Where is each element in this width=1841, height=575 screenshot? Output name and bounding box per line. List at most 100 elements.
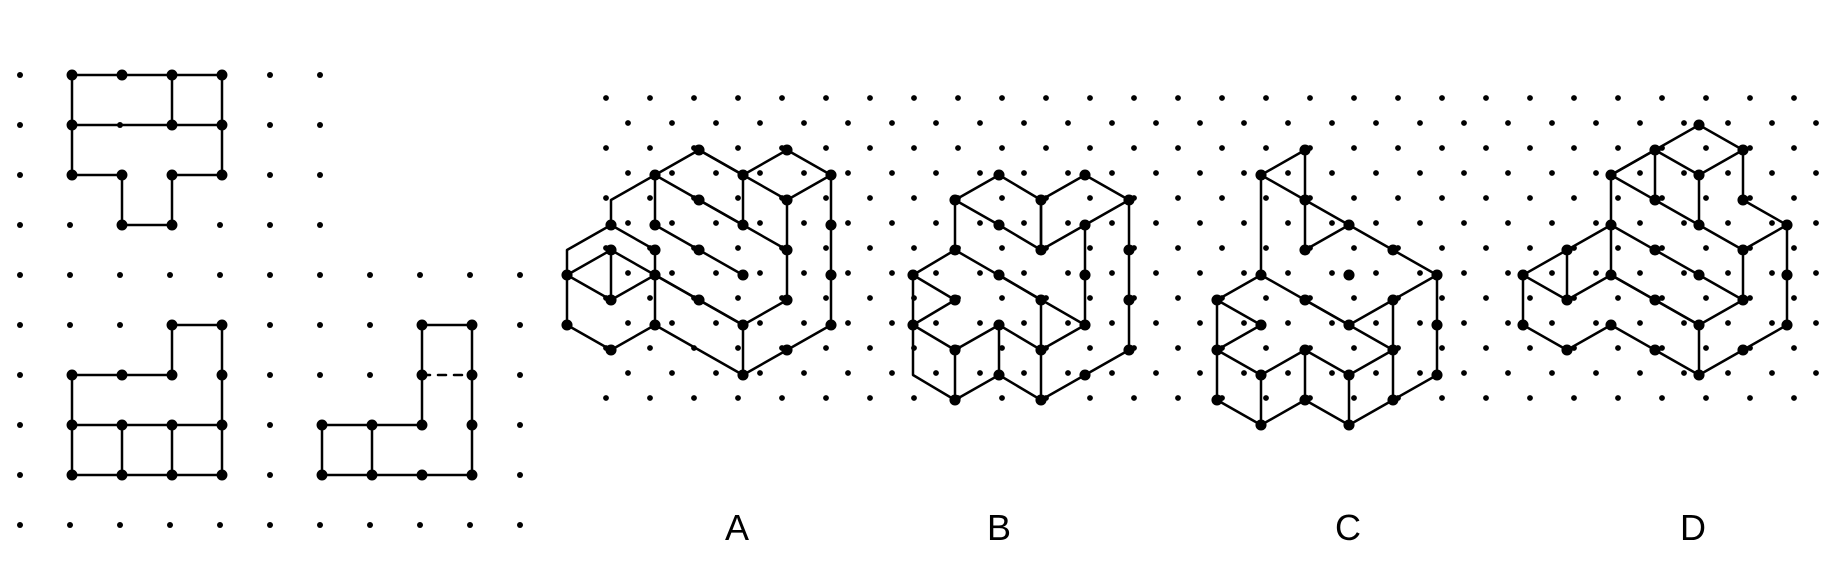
iso-grid-dot — [1637, 170, 1643, 176]
iso-grid-dot — [1637, 370, 1643, 376]
figure-edge — [1259, 348, 1307, 377]
figure-edge — [1347, 348, 1395, 377]
view-vertex — [416, 469, 428, 481]
iso-grid-dot — [691, 95, 697, 101]
iso-grid-dot — [1285, 370, 1291, 376]
iso-grid-dot — [1637, 320, 1643, 326]
view-vertex — [316, 419, 328, 431]
grid-dot — [367, 372, 373, 378]
iso-grid-dot — [1219, 195, 1225, 201]
figure-vertex — [1079, 169, 1091, 181]
figure-edge — [741, 173, 789, 202]
iso-grid-dot — [1747, 295, 1753, 301]
iso-grid-dot — [1219, 145, 1225, 151]
grid-dot — [67, 222, 73, 228]
iso-grid-dot — [1131, 95, 1137, 101]
iso-grid-dot — [669, 220, 675, 226]
iso-grid-dot — [1461, 120, 1467, 126]
figure-vertex — [1737, 344, 1749, 356]
iso-grid-dot — [1615, 395, 1621, 401]
iso-grid-dot — [823, 295, 829, 301]
iso-grid-dot — [1065, 120, 1071, 126]
iso-grid-dot — [1307, 95, 1313, 101]
figure-edge — [1653, 198, 1701, 227]
iso-grid-dot — [1153, 120, 1159, 126]
iso-grid-dot — [1703, 145, 1709, 151]
figure-vertex — [1255, 369, 1267, 381]
iso-grid-dot — [1021, 220, 1027, 226]
figure-edge — [997, 173, 1043, 202]
iso-grid-dot — [1747, 395, 1753, 401]
iso-grid-dot — [1109, 370, 1115, 376]
grid-dot — [17, 422, 23, 428]
iso-grid-dot — [1593, 120, 1599, 126]
view-vertex — [216, 369, 228, 381]
iso-grid-dot — [1263, 395, 1269, 401]
iso-grid-dot — [889, 270, 895, 276]
iso-grid-dot — [1461, 270, 1467, 276]
grid-dot — [117, 272, 123, 278]
figure-vertex — [1649, 194, 1661, 206]
figure-vertex — [1387, 394, 1399, 406]
iso-grid-dot — [735, 95, 741, 101]
figure-vertex — [781, 244, 793, 256]
iso-grid-dot — [1681, 220, 1687, 226]
view-vertex — [116, 169, 128, 181]
iso-grid-dot — [1725, 270, 1731, 276]
iso-grid-dot — [1483, 95, 1489, 101]
iso-grid-dot — [845, 120, 851, 126]
grid-dot — [267, 72, 273, 78]
grid-dot — [467, 272, 473, 278]
grid-dot — [467, 522, 473, 528]
front-view-outline — [70, 323, 224, 477]
figure-edge — [1653, 148, 1701, 177]
side-view — [320, 323, 474, 477]
iso-grid-dot — [1615, 195, 1621, 201]
iso-grid-dot — [1175, 95, 1181, 101]
figure-vertex — [1561, 244, 1573, 256]
figure-vertex — [949, 294, 961, 306]
iso-grid-dot — [823, 395, 829, 401]
iso-grid-dot — [1329, 370, 1335, 376]
iso-grid-dot — [757, 370, 763, 376]
iso-grid-dot — [999, 245, 1005, 251]
iso-grid-dot — [1263, 345, 1269, 351]
view-vertex — [216, 319, 228, 331]
grid-dot — [317, 72, 323, 78]
figure-edge — [609, 223, 657, 252]
grid-dot — [17, 172, 23, 178]
option-b-label: B — [987, 507, 1011, 548]
grid-dot — [367, 522, 373, 528]
view-vertex — [116, 469, 128, 481]
view-vertex — [66, 469, 78, 481]
figure-vertex — [1123, 294, 1135, 306]
iso-grid-dot — [1483, 295, 1489, 301]
grid-dot — [517, 472, 523, 478]
iso-grid-dot — [1197, 120, 1203, 126]
grid-dot — [17, 472, 23, 478]
figure-vertex — [693, 244, 705, 256]
iso-grid-dot — [889, 120, 895, 126]
iso-grid-dot — [1087, 145, 1093, 151]
figure-vertex — [1737, 294, 1749, 306]
iso-grid-dot — [735, 295, 741, 301]
figure-edge — [997, 323, 1043, 352]
iso-grid-dot — [1417, 220, 1423, 226]
figure-vertex — [1605, 169, 1617, 181]
grid-dot — [17, 372, 23, 378]
figure-vertex — [949, 344, 961, 356]
view-vertex — [416, 369, 428, 381]
figure-vertex — [1649, 144, 1661, 156]
iso-grid-dot — [1505, 370, 1511, 376]
iso-grid-dot — [1527, 245, 1533, 251]
iso-grid-dot — [911, 245, 917, 251]
iso-grid-dot — [1637, 120, 1643, 126]
iso-grid-dot — [1043, 145, 1049, 151]
figure-edge — [565, 248, 613, 277]
iso-grid-dot — [1813, 270, 1819, 276]
iso-grid-dot — [1505, 120, 1511, 126]
iso-grid-dot — [1681, 170, 1687, 176]
figure-edge — [1609, 148, 1657, 177]
